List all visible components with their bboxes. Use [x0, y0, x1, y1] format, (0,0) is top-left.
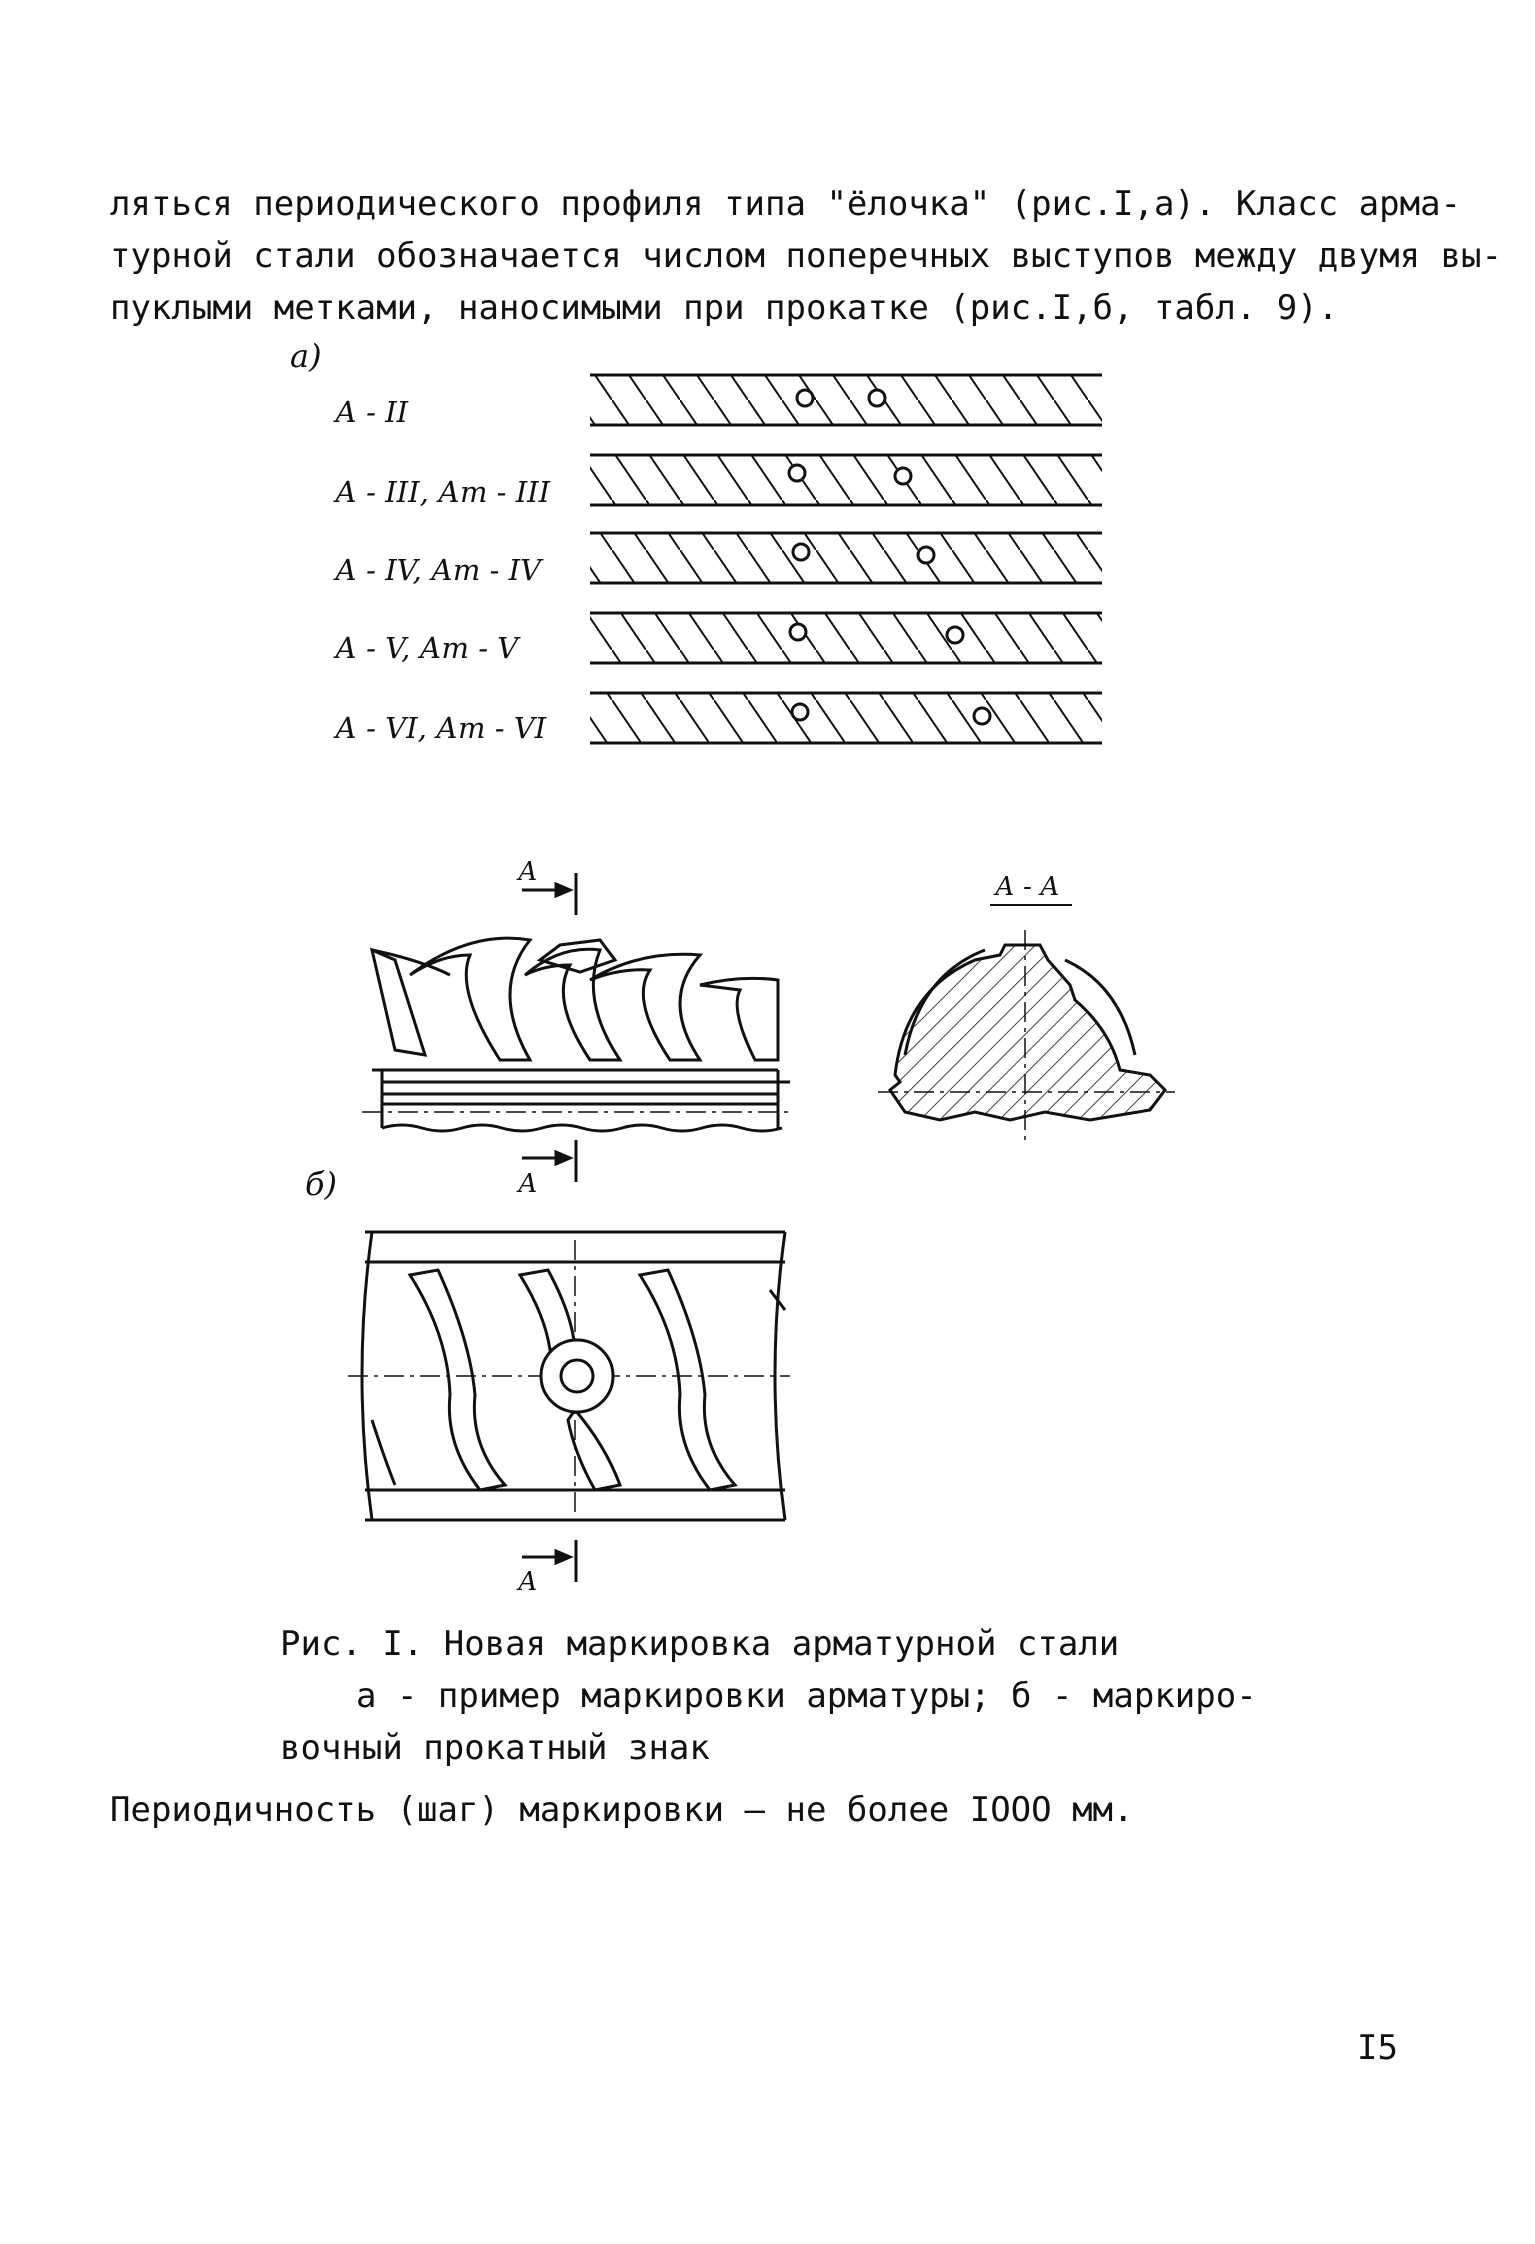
bar-class-label-1: А - II [333, 395, 409, 429]
section-title: А - А [993, 872, 1060, 902]
part-b-label: б) [305, 1165, 337, 1203]
cross-section-a-a: А - А [878, 872, 1175, 1140]
rebar-strip-3 [590, 531, 1102, 585]
intro-line-1: ляться периодического профиля типа "ёлоч… [110, 184, 1462, 224]
rebar-strip-4 [590, 611, 1102, 665]
rebar-side-view: А А [362, 857, 790, 1199]
caption-line-3: вочный прокатный знак [280, 1728, 710, 1768]
bar-class-label-3: А - IV, Ат - IV [333, 553, 544, 587]
page-number: I5 [1357, 2028, 1398, 2068]
part-a-label: а) [290, 337, 322, 375]
marking-interval-text: Периодичность (шаг) маркировки – не боле… [110, 1790, 1134, 1830]
bar-class-label-5: А - VI, Ат - VI [333, 711, 547, 745]
intro-line-2: турной стали обозначается числом попереч… [110, 236, 1502, 276]
rolled-marking-sign: А [348, 1230, 790, 1597]
rebar-strip-5 [590, 691, 1102, 745]
rebar-strip-1 [590, 373, 1102, 427]
section-mark-lower: А [516, 1567, 538, 1597]
section-mark-top: А [516, 857, 538, 887]
caption-line-2: а - пример маркировки арматуры; б - марк… [356, 1676, 1257, 1716]
caption-line-1: Рис. I. Новая маркировка арматурной стал… [280, 1624, 1120, 1664]
intro-paragraph: ляться периодического профиля типа "ёлоч… [110, 178, 1502, 334]
figure-caption: Рис. I. Новая маркировка арматурной стал… [280, 1618, 1257, 1774]
bar-class-label-4: А - V, Ат - V [333, 631, 521, 665]
bar-class-label-2: А - III, Ат - III [333, 475, 551, 509]
intro-line-3: пуклыми метками, наносимыми при прокатке… [110, 288, 1339, 328]
section-mark-bottom: А [516, 1169, 538, 1199]
rebar-strip-2 [590, 453, 1102, 507]
